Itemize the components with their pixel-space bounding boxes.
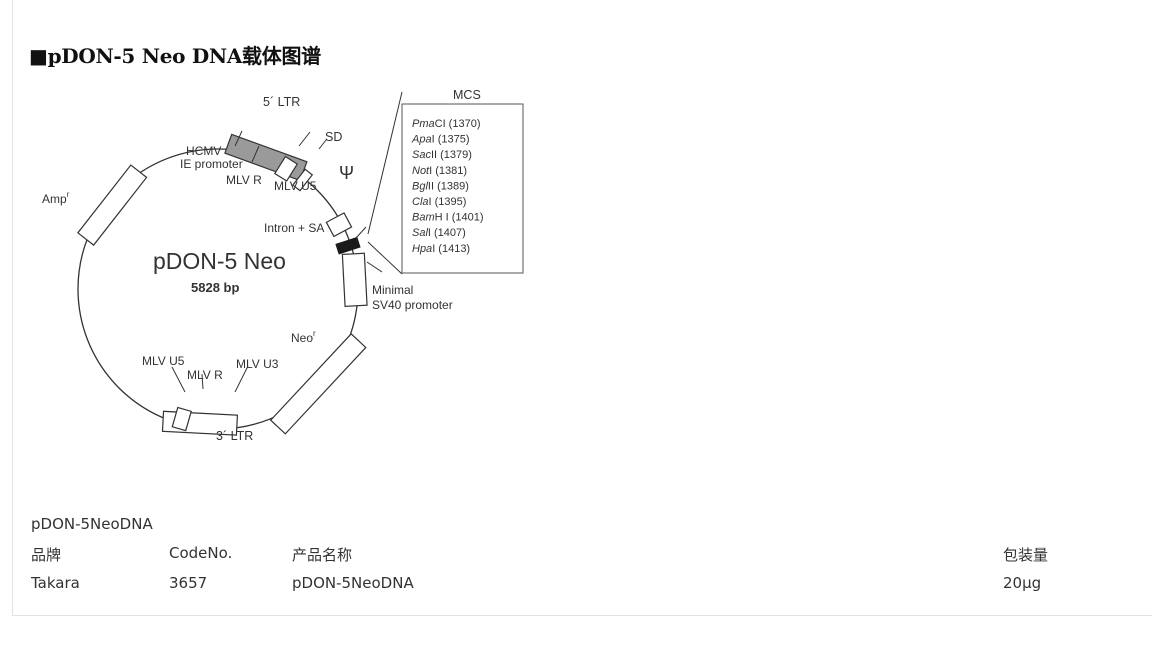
mcs-site-sac: SacII (1379)	[412, 149, 472, 161]
plasmid-map: 5´ LTR HCMV IE promoter MLV R MLV U5 SD …	[42, 88, 524, 443]
leader-lines	[171, 91, 403, 393]
feature-3ltr-u5	[171, 406, 192, 432]
feature-neo	[269, 333, 367, 435]
mcs-site-hpa: HpaI (1413)	[412, 243, 470, 255]
feature-mcs-marker	[335, 236, 361, 255]
header-product-name: 产品名称	[292, 546, 353, 564]
label-hcmv: HCMV	[186, 144, 221, 158]
label-3ltr: 3´ LTR	[216, 429, 253, 443]
cell-package: 20μg	[1003, 574, 1042, 592]
mcs-site-sal: SalI (1407)	[412, 227, 466, 239]
mcs-site-pma: PmaCI (1370)	[412, 118, 480, 130]
label-minimal: Minimal	[372, 283, 413, 297]
mcs-title: MCS	[453, 88, 481, 102]
header-brand: 品牌	[31, 546, 62, 564]
page-title: ■pDON-5 Neo DNA载体图谱	[29, 44, 321, 68]
label-intron-sa: Intron + SA	[264, 221, 324, 235]
mcs-site-apa: ApaI (1375)	[411, 134, 470, 146]
label-mlv-u3: MLV U3	[236, 357, 279, 371]
product-caption: pDON-5NeoDNA	[31, 515, 153, 533]
feature-mlv-u5-top	[273, 155, 299, 182]
label-psi: Ψ	[339, 163, 354, 183]
label-amp: Ampr	[42, 190, 70, 206]
mcs-site-not: NotI (1381)	[412, 165, 467, 177]
plasmid-name: pDON-5 Neo	[153, 248, 286, 274]
cell-brand: Takara	[31, 574, 80, 592]
mcs-box	[401, 103, 524, 274]
label-mlv-r-bottom: MLV R	[187, 368, 223, 382]
cell-code: 3657	[169, 574, 208, 592]
feature-minimal-sv40	[341, 252, 368, 308]
label-5ltr: 5´ LTR	[263, 95, 300, 109]
mcs-site-list: PmaCI (1370) ApaI (1375) SacII (1379) NotI …	[411, 118, 484, 255]
label-sv40-promoter: SV40 promoter	[372, 298, 453, 312]
mcs-callout: MCS PmaCI (1370) ApaI (1375) SacII (1379) N…	[401, 88, 524, 274]
header-code: CodeNo.	[169, 544, 233, 562]
label-mlv-u5-top: MLV U5	[274, 179, 317, 193]
label-ie-promoter: IE promoter	[180, 157, 243, 171]
label-mlv-u5-bottom: MLV U5	[142, 354, 185, 368]
content-panel	[12, 0, 1152, 616]
label-neo: Neor	[291, 329, 316, 345]
label-sd: SD	[325, 130, 342, 144]
mcs-site-cla: ClaI (1395)	[412, 196, 466, 208]
label-mlv-r-top: MLV R	[226, 173, 262, 187]
plasmid-size: 5828 bp	[191, 280, 239, 295]
feature-sd	[292, 168, 314, 192]
header-package: 包装量	[1003, 546, 1049, 564]
feature-amp	[77, 164, 148, 246]
mcs-site-bam: BamH I (1401)	[412, 212, 484, 224]
mcs-site-bgl: BglII (1389)	[412, 180, 469, 192]
feature-intron	[325, 212, 353, 238]
cell-product-name: pDON-5NeoDNA	[292, 574, 414, 592]
